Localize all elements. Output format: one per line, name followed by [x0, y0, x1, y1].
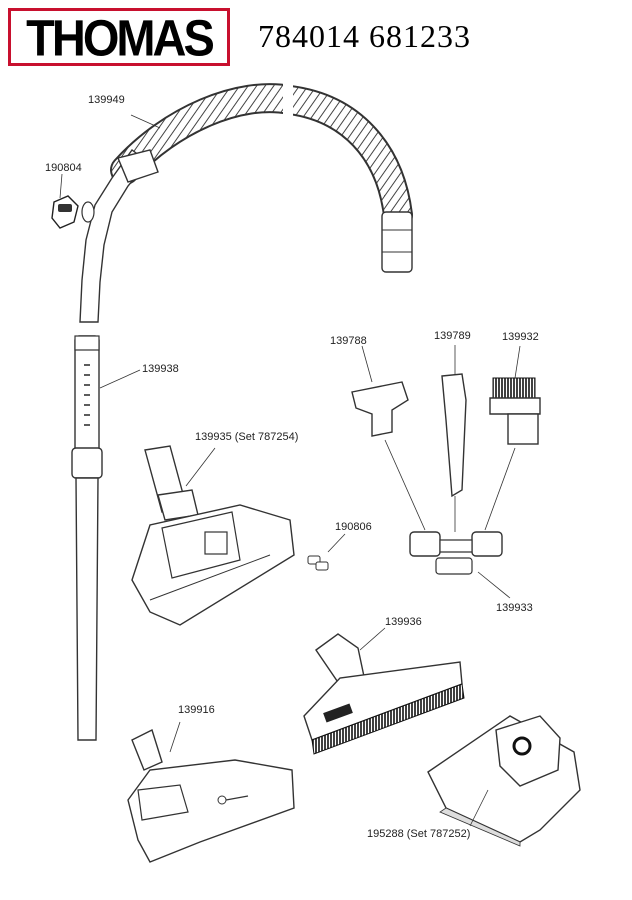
label-parquet-nozzle: 139936	[385, 616, 422, 628]
dust-bag-part	[427, 715, 581, 847]
label-turbo-brush: 139916	[178, 704, 215, 716]
label-floor-nozzle: 139935 (Set 787254)	[195, 431, 298, 443]
floor-nozzle-part	[131, 445, 295, 626]
label-accessory-holder: 139933	[496, 602, 533, 614]
hose-part	[79, 82, 413, 323]
brand-name: THOMAS	[26, 8, 215, 67]
wheels-part	[307, 533, 346, 571]
upholstery-nozzle-part	[351, 345, 409, 437]
label-handle-clip: 190804	[45, 162, 82, 174]
label-crevice-nozzle: 139789	[434, 330, 471, 342]
telescopic-tube-part	[71, 335, 141, 741]
turbo-brush-part	[127, 721, 295, 863]
brand-logo: THOMAS	[8, 8, 230, 66]
label-telescopic-tube: 139938	[142, 363, 179, 375]
label-wheels: 190806	[335, 521, 372, 533]
label-upholstery-nozzle: 139788	[330, 335, 367, 347]
model-numbers: 784014 681233	[258, 18, 471, 54]
accessory-holder-part	[384, 439, 516, 599]
label-brush-nozzle: 139932	[502, 331, 539, 343]
label-hose: 139949	[88, 94, 125, 106]
crevice-nozzle-part	[441, 345, 467, 498]
label-dust-bag: 195288 (Set 787252)	[367, 828, 470, 840]
handle-clip-part	[51, 173, 79, 229]
brush-nozzle-part	[489, 345, 541, 445]
parquet-nozzle-part	[303, 627, 465, 755]
